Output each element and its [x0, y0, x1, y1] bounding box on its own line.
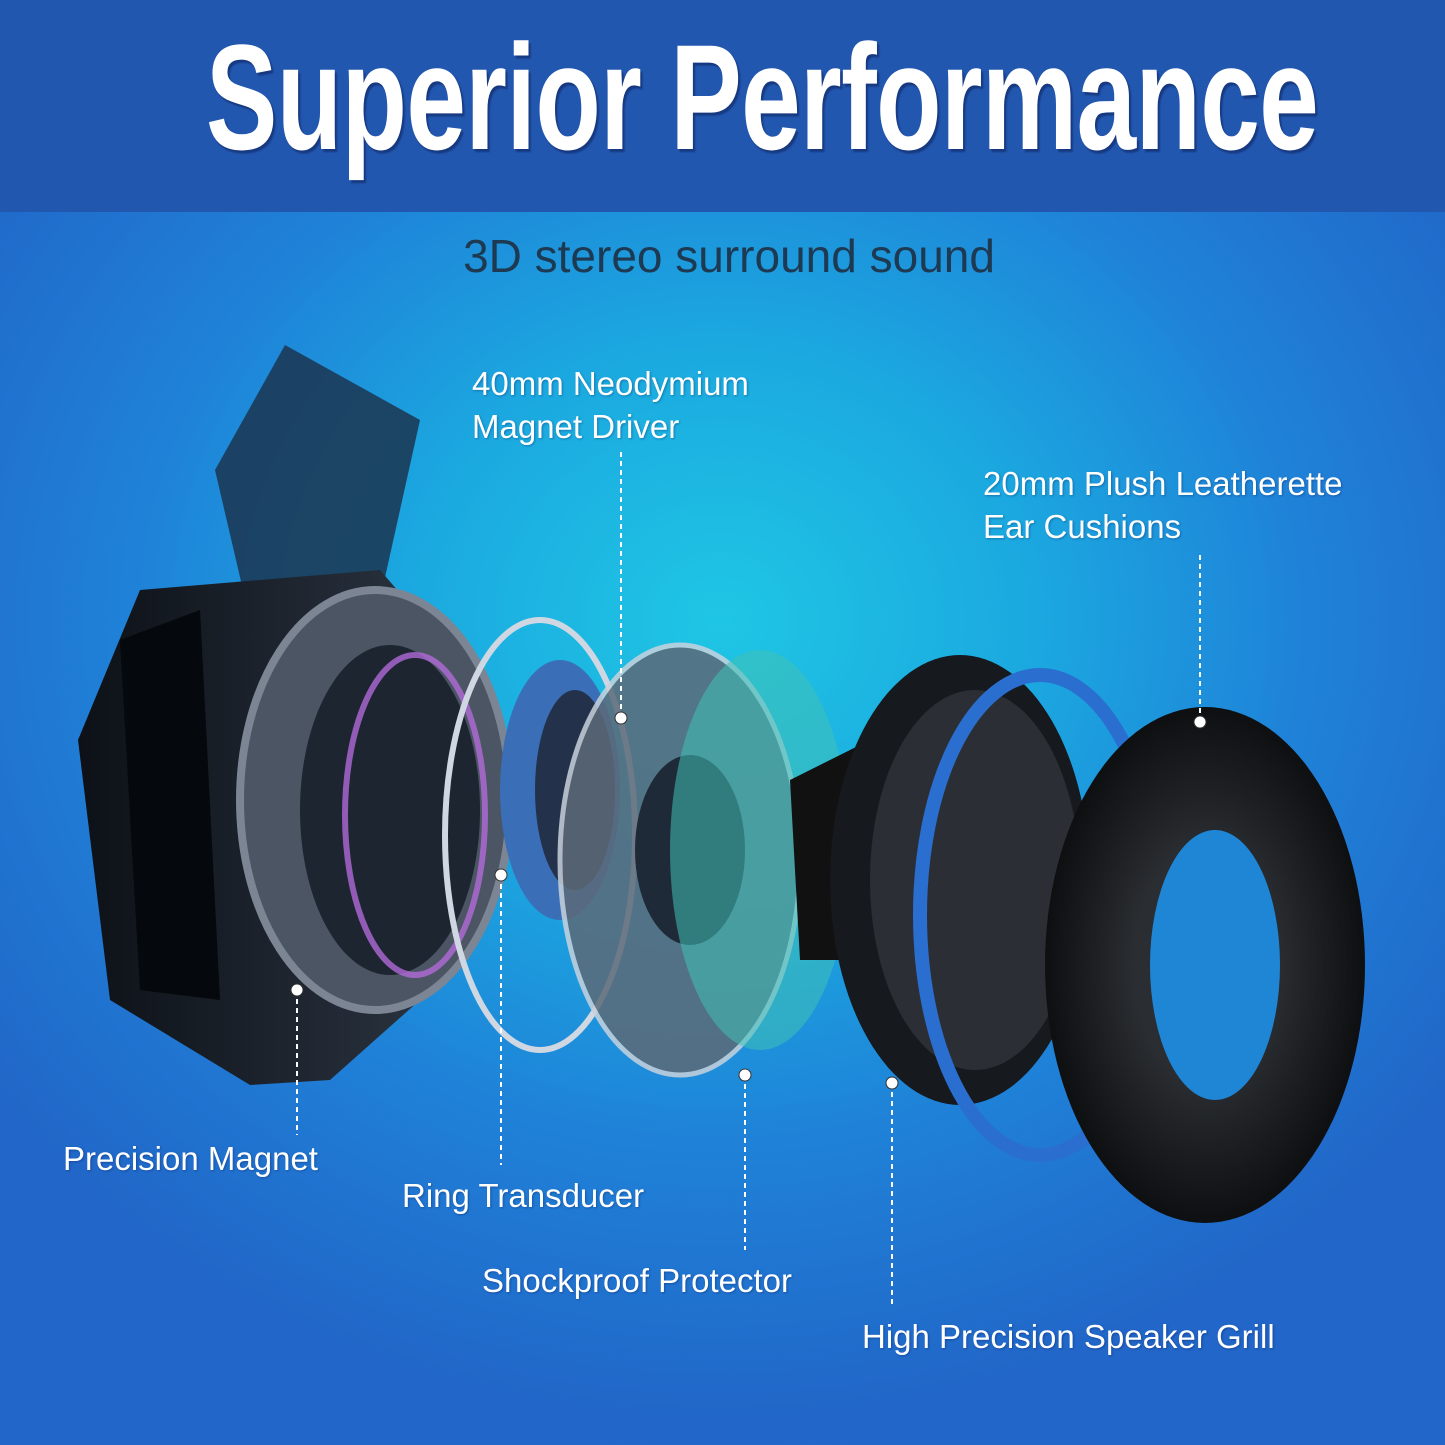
- callout-cushions-line1: 20mm Plush Leatherette: [983, 465, 1343, 502]
- callout-ring: Ring Transducer: [402, 1177, 645, 1214]
- callout-dot-ring: [494, 868, 508, 882]
- callout-driver-line2: Magnet Driver: [472, 408, 680, 445]
- precision-magnet-part: [236, 586, 514, 1014]
- callout-dot-driver: [614, 711, 628, 725]
- callout-cushions-line2: Ear Cushions: [983, 508, 1182, 545]
- ear-cushion-part: [1045, 707, 1365, 1223]
- callout-magnet: Precision Magnet: [63, 1140, 318, 1177]
- callout-driver-line1: 40mm Neodymium: [472, 365, 749, 402]
- callout-grill: High Precision Speaker Grill: [862, 1318, 1275, 1355]
- callout-cushions: 20mm Plush Leatherette Ear Cushions: [983, 462, 1343, 548]
- callout-dot-magnet: [290, 983, 304, 997]
- subtitle: 3D stereo surround sound: [463, 230, 995, 282]
- callout-dot-grill: [885, 1076, 899, 1090]
- page-title: Superior Performance: [205, 13, 1319, 181]
- callout-driver: 40mm Neodymium Magnet Driver: [472, 362, 749, 448]
- callout-protector: Shockproof Protector: [482, 1262, 792, 1299]
- callout-dot-cushions: [1193, 715, 1207, 729]
- callout-dot-protector: [738, 1068, 752, 1082]
- header-banner: Superior Performance: [0, 0, 1445, 212]
